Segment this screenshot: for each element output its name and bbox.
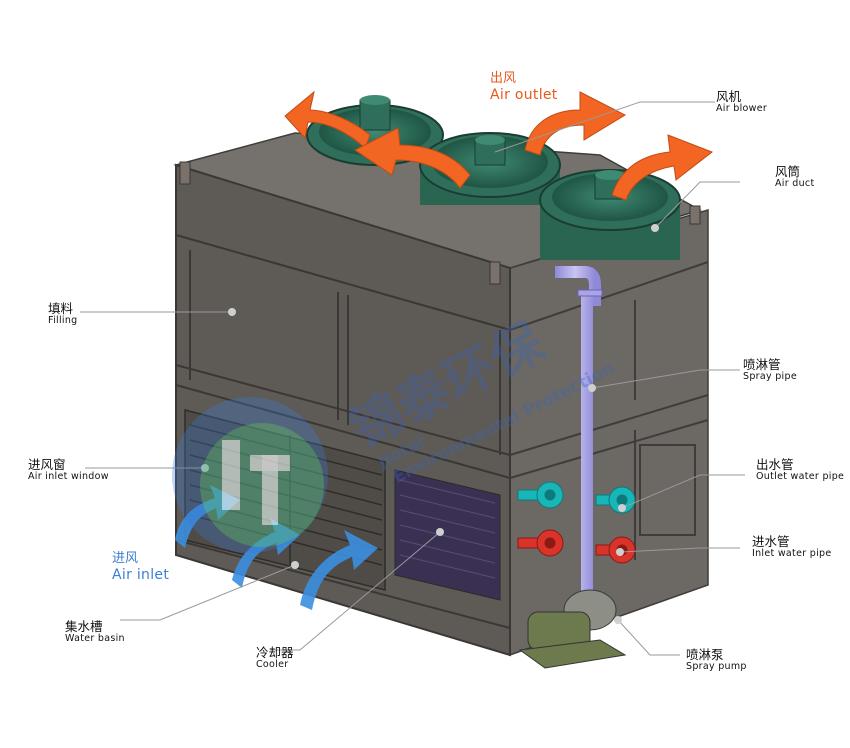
label-air-inlet-window-zh: 进风窗 [28, 457, 66, 472]
casing-side-panels [509, 261, 709, 560]
label-spray-pipe-zh: 喷淋管 [743, 357, 781, 372]
label-air-blower: 风机 Air blower [716, 89, 768, 115]
label-outlet-water-pipe: 出水管 Outlet water pipe [756, 457, 845, 483]
label-air-inlet-en: Air inlet [112, 566, 170, 583]
watermark-logo [172, 397, 328, 553]
label-air-blower-zh: 风机 [716, 89, 742, 104]
fan-3 [539, 169, 681, 260]
casing-front-panels [175, 234, 511, 629]
label-water-basin-en: Water basin [65, 633, 125, 645]
label-cooler-en: Cooler [256, 659, 289, 671]
label-water-basin-zh: 集水槽 [65, 619, 103, 634]
label-outlet-water-pipe-zh: 出水管 [756, 457, 794, 472]
leader-lines [80, 101, 745, 656]
label-filling-zh: 填料 [48, 301, 74, 316]
label-air-inlet-window-en: Air inlet window [28, 471, 109, 483]
label-spray-pipe-en: Spray pipe [743, 371, 797, 383]
label-inlet-water-pipe: 进水管 Inlet water pipe [752, 534, 832, 560]
label-inlet-water-pipe-zh: 进水管 [752, 534, 790, 549]
label-filling-en: Filling [48, 315, 78, 327]
label-spray-pump: 喷淋泵 Spray pump [686, 647, 747, 673]
label-air-duct-en: Air duct [775, 178, 815, 190]
label-outlet-water-pipe-en: Outlet water pipe [756, 471, 845, 483]
lifting-lugs [179, 161, 701, 285]
label-air-inlet-zh: 进风 [112, 551, 139, 566]
label-spray-pipe: 喷淋管 Spray pipe [743, 357, 797, 383]
label-inlet-water-pipe-en: Inlet water pipe [752, 548, 832, 560]
label-water-basin: 集水槽 Water basin [65, 619, 125, 645]
label-air-inlet: 进风 Air inlet [112, 551, 170, 583]
cooler-coil [394, 469, 501, 601]
label-air-blower-en: Air blower [716, 103, 768, 115]
label-filling: 填料 Filling [48, 301, 78, 327]
inlet-water-flanges [517, 529, 636, 564]
spray-pump [518, 589, 627, 669]
outlet-water-flanges [517, 481, 636, 514]
label-spray-pump-en: Spray pump [686, 661, 747, 673]
label-air-outlet: 出风 Air outlet [490, 71, 558, 103]
spray-pipe [555, 266, 603, 610]
label-spray-pump-zh: 喷淋泵 [686, 647, 724, 662]
casing-side-face [509, 208, 709, 657]
label-air-duct-zh: 风筒 [775, 164, 801, 179]
label-air-outlet-zh: 出风 [490, 71, 517, 86]
label-cooler: 冷却器 Cooler [256, 645, 294, 671]
air-outlet-arrows [284, 90, 714, 201]
label-air-inlet-window: 进风窗 Air inlet window [28, 457, 109, 483]
label-air-outlet-en: Air outlet [490, 86, 558, 103]
label-cooler-zh: 冷却器 [256, 645, 294, 660]
leader-dots [201, 224, 659, 624]
label-air-duct: 风筒 Air duct [775, 164, 815, 190]
